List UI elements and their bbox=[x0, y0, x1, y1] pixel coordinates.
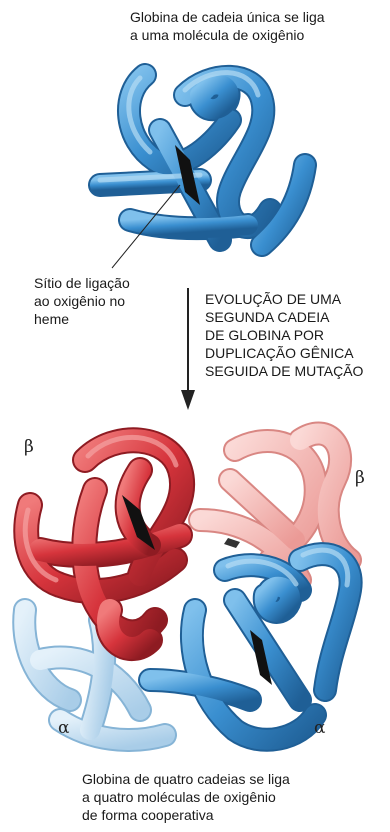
single-globin-chain bbox=[100, 73, 305, 245]
alpha-label-right: α bbox=[314, 718, 325, 738]
alpha-label-left: α bbox=[58, 718, 69, 738]
beta-label-right: β bbox=[355, 468, 365, 488]
beta-label-left: β bbox=[24, 437, 34, 457]
evolution-arrow-icon bbox=[181, 288, 195, 410]
beta-chain-left bbox=[25, 437, 182, 648]
alpha-chain-right bbox=[150, 550, 351, 740]
heme-group-icon bbox=[224, 538, 240, 548]
